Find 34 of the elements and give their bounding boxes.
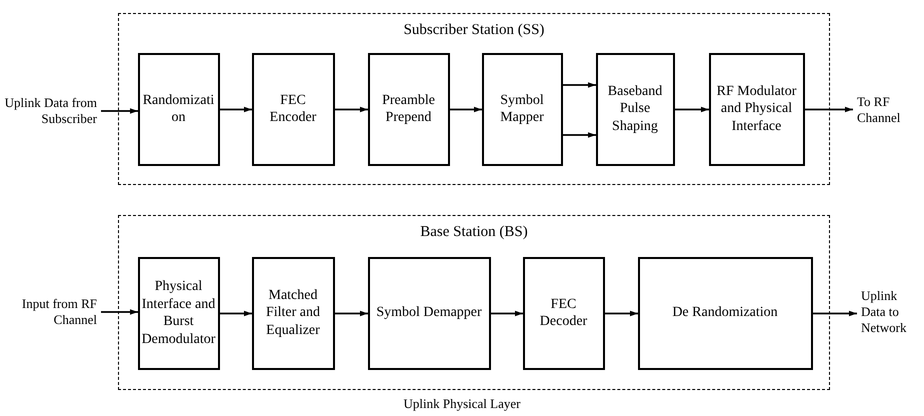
arrow — [675, 106, 709, 112]
io-label: To RF Channel — [857, 92, 923, 128]
group-title: Base Station (BS) — [420, 224, 528, 241]
caption-label: Uplink Physical Layer — [404, 396, 520, 412]
io-label: Uplink Data from Subscriber — [4, 84, 97, 138]
arrow — [563, 82, 596, 88]
arrow — [450, 106, 482, 112]
process-box: FEC Decoder — [522, 256, 604, 370]
arrow — [563, 132, 596, 138]
arrow — [805, 106, 853, 112]
io-label: Input from RF Channel — [4, 294, 97, 330]
process-box: De Randomization — [638, 256, 812, 370]
process-box: Physical Interface and Burst Demodulator — [138, 256, 220, 370]
arrow — [220, 310, 252, 316]
group-title: Subscriber Station (SS) — [404, 22, 544, 39]
io-label: Uplink Data to Network — [861, 285, 924, 339]
process-box: Preamble Prepend — [368, 52, 450, 166]
process-box: FEC Encoder — [252, 52, 334, 166]
dashed-group-frame — [118, 215, 830, 390]
process-box: RF Modulator and Physical Interface — [708, 52, 804, 166]
arrow — [101, 309, 138, 315]
process-box: Baseband Pulse Shaping — [596, 52, 674, 166]
arrow — [101, 108, 138, 114]
process-box: Symbol Demapper — [368, 256, 490, 370]
process-box: Randomization — [138, 52, 220, 166]
arrow — [813, 310, 857, 316]
process-box: Matched Filter and Equalizer — [252, 256, 334, 370]
dashed-group-frame — [118, 13, 830, 185]
arrow — [220, 106, 252, 112]
arrow — [491, 310, 523, 316]
arrow — [335, 310, 368, 316]
process-box: Symbol Mapper — [482, 52, 562, 166]
arrow — [335, 106, 368, 112]
arrow — [605, 310, 638, 316]
